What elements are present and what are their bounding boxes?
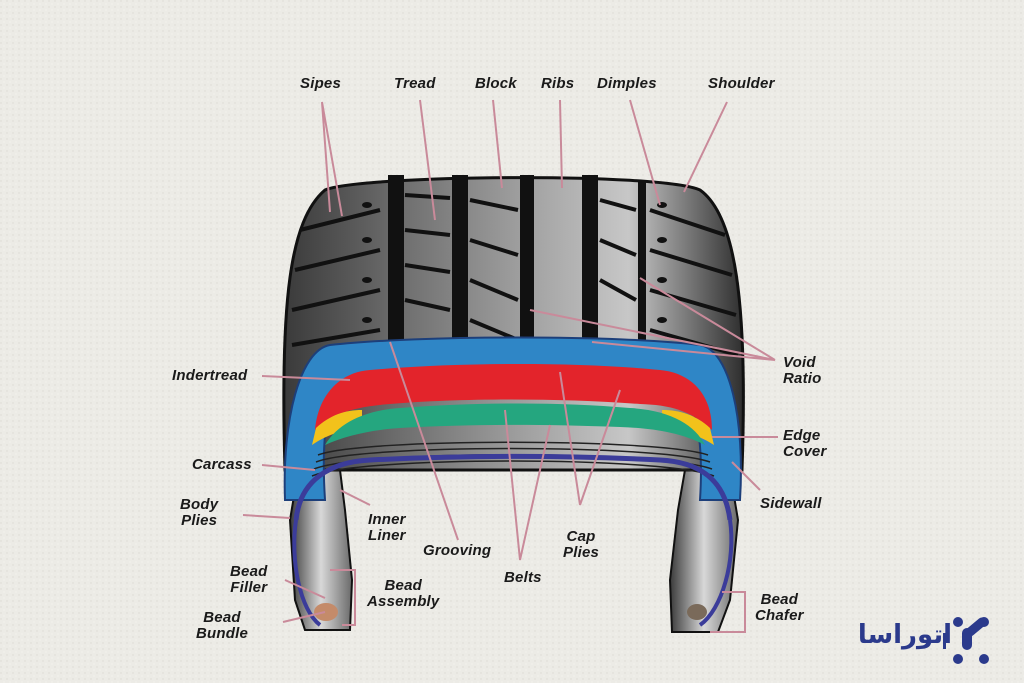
label-sipes: Sipes bbox=[300, 75, 342, 92]
label-bead-filler-line2: Filler bbox=[230, 579, 268, 596]
inner-liner-left-bead bbox=[292, 519, 322, 627]
label-inner-liner-line1: Inner bbox=[368, 511, 406, 528]
label-block: Block bbox=[475, 75, 517, 92]
label-bead-bundle-line1: Bead bbox=[203, 609, 241, 626]
belts-layer bbox=[325, 403, 705, 445]
inner-liner-right-bead bbox=[698, 519, 734, 627]
edge-cover-left bbox=[312, 410, 362, 445]
label-body-plies: Body Plies bbox=[180, 497, 218, 529]
label-bead-chafer: Bead Chafer bbox=[755, 592, 804, 624]
label-bead-assembly-line2: Assembly bbox=[367, 593, 440, 610]
label-void-ratio: Void Ratio bbox=[783, 355, 822, 387]
left-sidewall bbox=[288, 458, 354, 631]
right-sidewall bbox=[668, 458, 740, 633]
label-void-ratio-line2: Ratio bbox=[783, 370, 822, 387]
bead-bundle bbox=[314, 603, 338, 621]
label-edge-cover-line2: Cover bbox=[783, 443, 827, 460]
bead-bundle-right bbox=[687, 604, 707, 620]
cap-plies-layer bbox=[315, 364, 712, 430]
label-tread: Tread bbox=[394, 75, 436, 92]
label-sidewall: Sidewall bbox=[760, 495, 822, 512]
label-shoulder: Shoulder bbox=[708, 75, 775, 92]
label-indertread: Indertread bbox=[172, 367, 248, 384]
label-ribs: Ribs bbox=[541, 75, 575, 92]
label-belts: Belts bbox=[504, 569, 542, 586]
label-edge-cover-line1: Edge bbox=[783, 427, 821, 444]
label-bead-bundle-line2: Bundle bbox=[196, 625, 249, 642]
label-body-plies-line2: Plies bbox=[181, 512, 218, 529]
label-grooving: Grooving bbox=[423, 542, 492, 559]
inner-liner bbox=[293, 453, 733, 521]
label-inner-liner: Inner Liner bbox=[368, 512, 406, 544]
leader-lines bbox=[242, 99, 778, 633]
label-bead-bundle: Bead Bundle bbox=[196, 610, 248, 642]
label-carcass: Carcass bbox=[192, 456, 252, 473]
label-body-plies-line1: Body bbox=[180, 496, 219, 513]
label-bead-filler: Bead Filler bbox=[230, 564, 267, 596]
label-cap-plies-line1: Cap bbox=[566, 528, 596, 545]
grooves bbox=[388, 175, 646, 355]
label-bead-assembly: Bead Assembly bbox=[367, 578, 439, 610]
label-dimples: Dimples bbox=[597, 75, 657, 92]
label-bead-chafer-line1: Bead bbox=[760, 591, 799, 608]
molecule-dots-icon bbox=[943, 617, 989, 664]
label-bead-assembly-line1: Bead bbox=[384, 577, 422, 594]
label-cap-plies-line2: Plies bbox=[563, 544, 600, 561]
brand-logo: اتوراسا bbox=[832, 610, 1002, 670]
label-void-ratio-line1: Void bbox=[783, 354, 816, 371]
label-bead-filler-line1: Bead bbox=[230, 563, 268, 580]
label-cap-plies: Cap Plies bbox=[563, 529, 599, 561]
label-inner-liner-line2: Liner bbox=[368, 527, 406, 544]
brand-logo-text: اتوراسا bbox=[857, 620, 952, 650]
label-bead-chafer-line2: Chafer bbox=[755, 607, 804, 624]
label-edge-cover: Edge Cover bbox=[783, 428, 827, 460]
block-sipes bbox=[291, 193, 739, 357]
